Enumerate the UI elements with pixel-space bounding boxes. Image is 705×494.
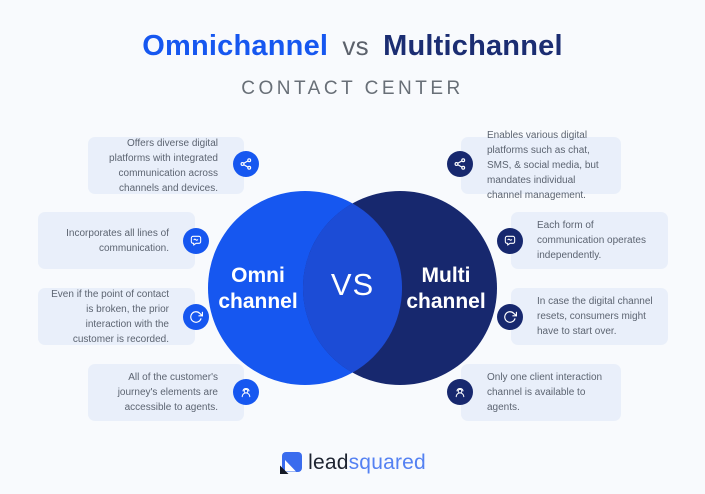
- multi-point-2: Each form of communication operates inde…: [511, 212, 668, 269]
- refresh-icon: [183, 304, 209, 330]
- omni-point-1: Offers diverse digital platforms with in…: [88, 137, 244, 194]
- share-icon: [447, 151, 473, 177]
- leadsquared-logo-text: leadsquared: [308, 451, 426, 475]
- logo-text-lead: lead: [308, 451, 349, 474]
- multi-point-3: In case the digital channel resets, cons…: [511, 288, 668, 345]
- multi-point-2-text: Each form of communication operates inde…: [537, 220, 646, 261]
- multi-point-4-text: Only one client interaction channel is a…: [487, 372, 603, 413]
- title-multichannel: Multichannel: [383, 30, 563, 62]
- agent-icon: [447, 379, 473, 405]
- refresh-icon: [497, 304, 523, 330]
- multi-point-3-text: In case the digital channel resets, cons…: [537, 296, 653, 337]
- omni-point-3-text: Even if the point of contact is broken, …: [51, 288, 169, 345]
- agent-icon: [233, 379, 259, 405]
- omni-channel-label: Omni channel: [218, 264, 298, 313]
- omni-point-1-text: Offers diverse digital platforms with in…: [109, 137, 218, 194]
- multi-point-1-text: Enables various digital platforms such a…: [487, 130, 599, 201]
- leadsquared-logo-icon: [280, 451, 303, 474]
- venn-overlap-region: [302, 203, 403, 373]
- omni-point-4-text: All of the customer's journey's elements…: [117, 372, 218, 413]
- multi-channel-label: Multi channel: [406, 264, 486, 313]
- vs-label: VS: [330, 267, 375, 302]
- multi-point-4: Only one client interaction channel is a…: [461, 364, 621, 421]
- title-vs: vs: [342, 31, 369, 61]
- leadsquared-logo: leadsquared: [0, 451, 705, 475]
- title-omnichannel: Omnichannel: [142, 30, 329, 62]
- omni-point-4: All of the customer's journey's elements…: [88, 364, 244, 421]
- share-icon: [233, 151, 259, 177]
- page-title: Omnichannel vs Multichannel: [0, 30, 705, 63]
- omni-point-2-text: Incorporates all lines of communication.: [66, 227, 169, 254]
- chat-icon: [497, 228, 523, 254]
- logo-text-squared: squared: [348, 451, 426, 474]
- omni-point-3: Even if the point of contact is broken, …: [38, 288, 195, 345]
- multi-point-1: Enables various digital platforms such a…: [461, 130, 621, 201]
- chat-icon: [183, 228, 209, 254]
- omni-point-2: Incorporates all lines of communication.: [38, 212, 195, 269]
- page-subtitle: CONTACT CENTER: [241, 78, 464, 99]
